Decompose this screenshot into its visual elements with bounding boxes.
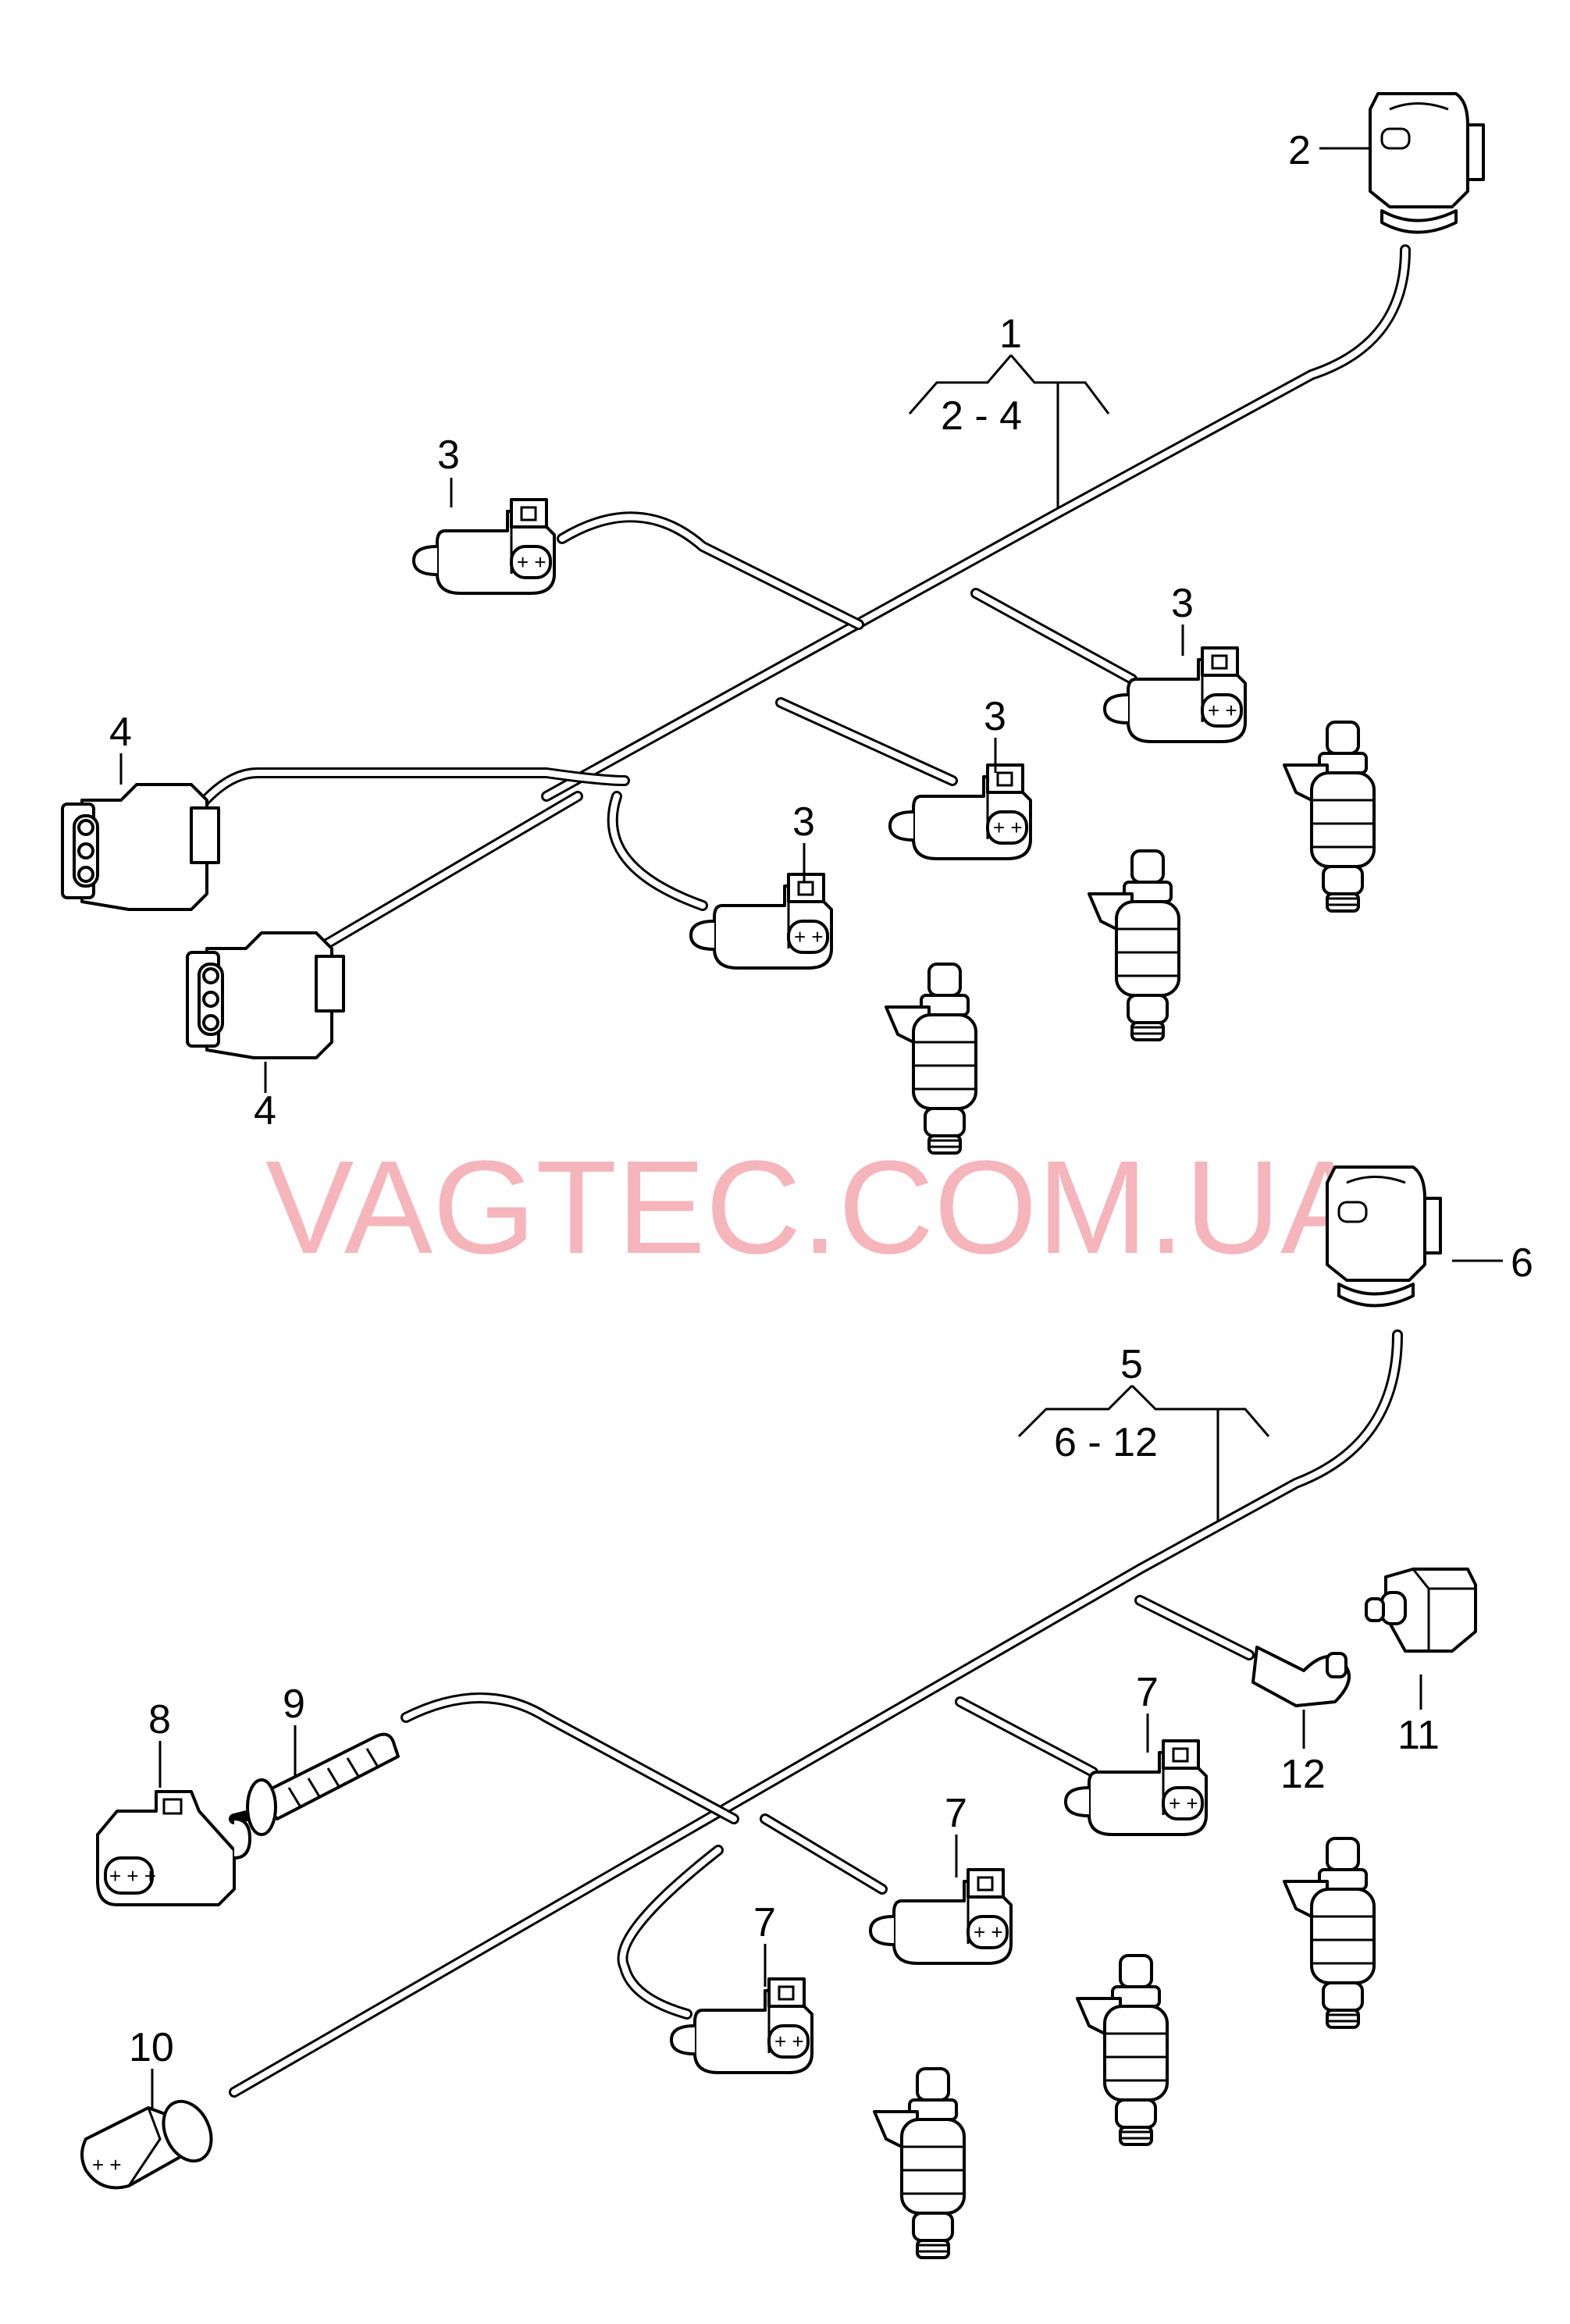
svg-text:7: 7 [753,1900,776,1945]
connector-3c [888,763,1032,860]
sensor-9 [246,1732,400,1836]
svg-text:10: 10 [129,2025,174,2070]
connector-7b [869,1868,1013,1965]
injector-3 [885,963,977,1155]
svg-text:3: 3 [792,799,815,845]
callout-2: 2 [1288,128,1370,173]
svg-text:+ +: + + [92,2153,122,2176]
injector-1 [1283,721,1376,913]
svg-text:5: 5 [1120,1342,1143,1387]
svg-text:3: 3 [1171,581,1194,626]
connector-8: + + + [96,1790,251,1906]
callout-3: 3 3 3 3 [437,432,1194,882]
injector-5 [1076,1954,1169,2146]
watermark: VAGTEC.COM.UA [265,1134,1369,1282]
svg-text:2 - 4: 2 - 4 [941,393,1022,439]
multi-pin-plug-6 [1326,1166,1442,1308]
callout-4: 4 4 [109,710,276,1134]
callout-5: 5 6 - 12 [1017,1342,1270,1522]
callout-9: 9 [283,1682,305,1776]
angled-sleeve-12 [1251,1646,1351,1707]
callout-11: 11 [1397,1674,1440,1758]
svg-text:+ + +: + + + [109,1864,156,1888]
connector-4a [61,783,220,911]
svg-text:7: 7 [1136,1670,1159,1715]
svg-text:4: 4 [254,1088,276,1134]
svg-text:6 - 12: 6 - 12 [1054,1420,1158,1465]
svg-text:6: 6 [1511,1240,1533,1286]
connector-7c [670,1977,813,2074]
injector-4 [1283,1837,1376,2029]
callout-12: 12 [1280,1710,1326,1797]
connector-3b [1103,646,1247,743]
svg-text:8: 8 [148,1697,171,1742]
sensor-10: + + [80,2099,213,2190]
connector-4b [186,931,345,1059]
svg-text:2: 2 [1288,128,1311,173]
svg-text:4: 4 [109,710,132,755]
svg-text:1: 1 [999,311,1022,357]
injector-6 [873,2067,966,2259]
connector-7a [1064,1739,1208,1836]
svg-text:12: 12 [1280,1752,1326,1797]
callout-6: 6 [1452,1240,1533,1286]
wiring-harness-5 [229,1329,1403,2098]
svg-text:11: 11 [1397,1713,1440,1758]
connector-11 [1365,1568,1477,1653]
svg-text:7: 7 [945,1791,967,1836]
injector-2 [1088,849,1180,1041]
svg-text:3: 3 [437,432,460,478]
callout-1: 1 2 - 4 [908,311,1110,507]
multi-pin-plug-2 [1369,92,1485,234]
callout-8: 8 [148,1697,171,1788]
callout-7: 7 7 7 [753,1670,1159,1987]
svg-text:9: 9 [283,1682,305,1727]
connector-3a [412,498,556,595]
wiring-harness-1 [190,244,1411,958]
connector-3d [689,873,833,970]
svg-text:3: 3 [984,694,1006,739]
callout-10: 10 [129,2025,174,2108]
